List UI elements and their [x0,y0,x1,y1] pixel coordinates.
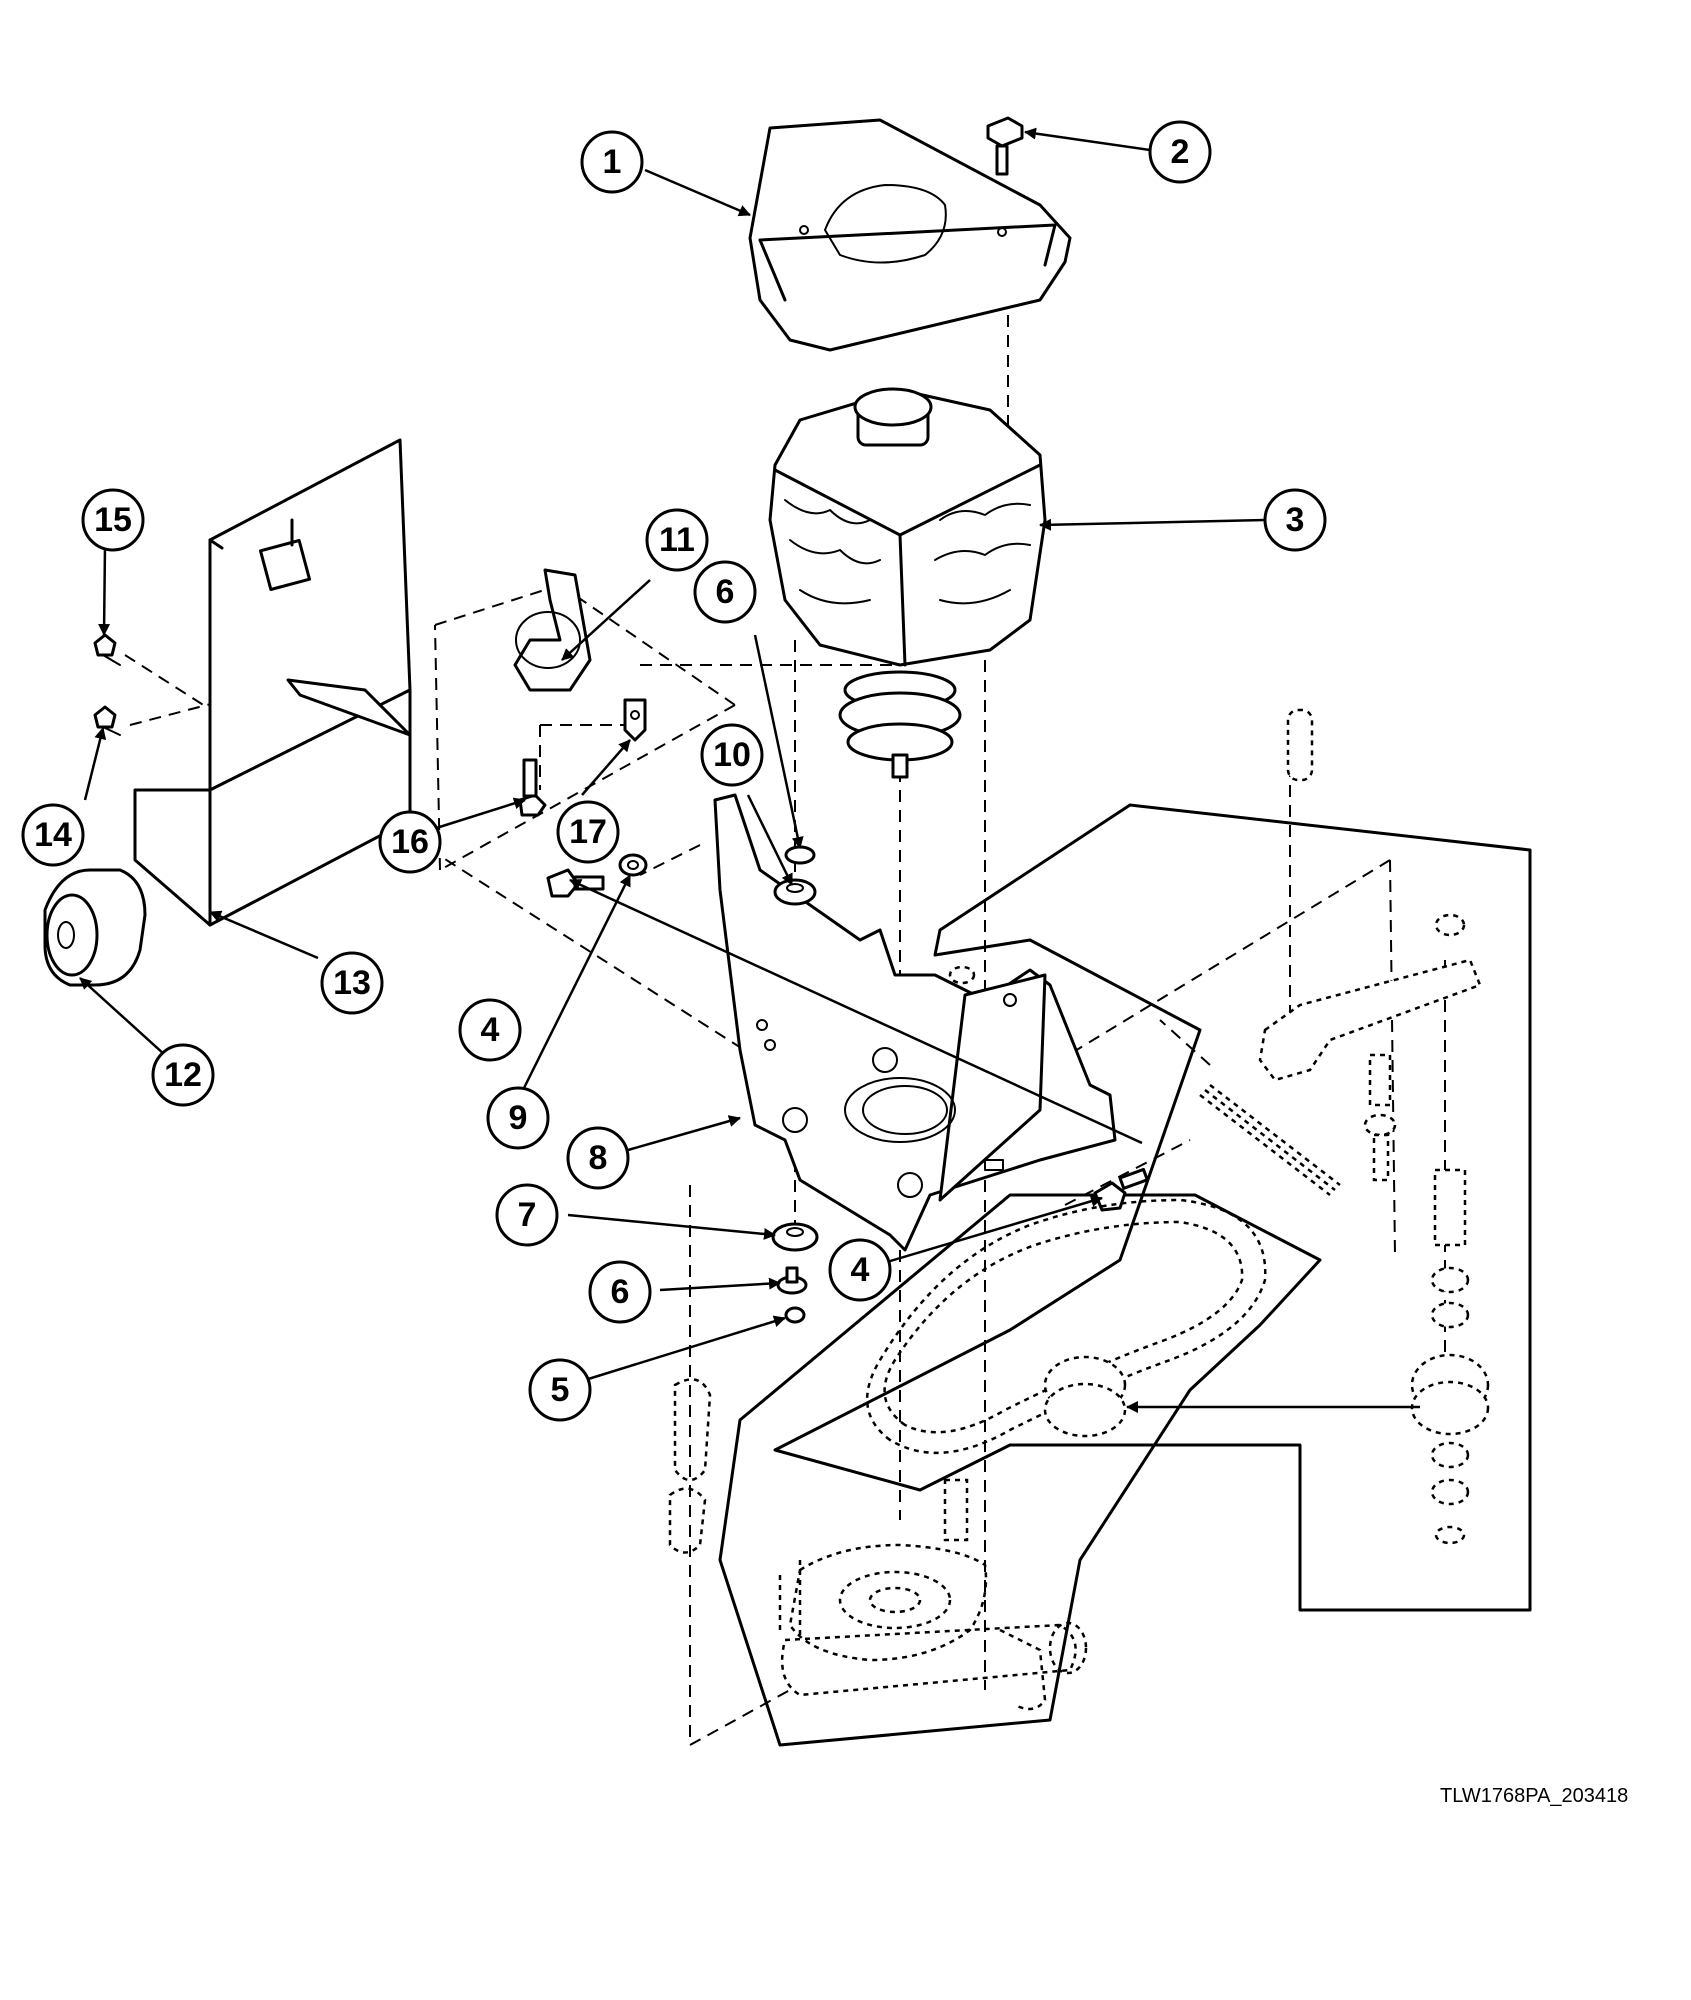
callout-14: 14 [21,803,85,867]
callout-6a-label: 6 [716,573,735,611]
callout-4b-label: 4 [851,1251,870,1289]
callout-16-label: 16 [391,823,429,861]
background-panel-outlines [718,803,1532,1747]
motor-top-cover [748,118,1072,352]
callout-6b-label: 6 [611,1273,630,1311]
callout-5-label: 5 [551,1371,570,1409]
callout-2-label: 2 [1171,133,1190,171]
callout-12-label: 12 [164,1056,202,1094]
callout-9: 9 [486,1086,550,1150]
drive-belt-hidden [865,1198,1267,1455]
capacitor-and-shield [43,438,592,987]
motor-mounting-bracket [713,793,1117,1252]
callout-4-bracket-bolt-left: 4 [458,998,522,1062]
callout-1-label: 1 [603,143,622,181]
callout-3: 3 [1263,488,1327,552]
drive-motor [768,387,1047,779]
pump-hidden [668,1378,1088,1711]
bolts-and-fasteners [518,698,1149,1212]
callout-9-label: 9 [509,1099,528,1137]
callout-15-label: 15 [94,501,132,539]
callout-5: 5 [528,1358,592,1422]
callout-3-label: 3 [1286,501,1305,539]
callout-16: 16 [378,810,442,874]
callout-7-label: 7 [518,1196,537,1234]
callout-10-label: 10 [713,736,751,774]
callout-8: 8 [566,1126,630,1190]
leader-lines [79,127,1420,1413]
callout-10: 10 [700,723,764,787]
callout-13: 13 [320,951,384,1015]
callout-6-upper: 6 [693,560,757,624]
drawing-code: TLW1768PA_203418 [1440,1785,1629,1807]
callout-6-lower: 6 [588,1260,652,1324]
cover-screw [986,116,1024,176]
callout-17-label: 17 [569,813,607,851]
callout-7: 7 [495,1183,559,1247]
callout-12: 12 [151,1043,215,1107]
brake-assembly-hidden [948,708,1490,1545]
callout-14-label: 14 [34,816,72,854]
callout-4a-label: 4 [481,1011,500,1049]
callout-15: 15 [81,488,145,552]
callout-4-bracket-bolt-right: 4 [828,1238,892,1302]
callout-11: 11 [645,508,709,572]
callout-2: 2 [1148,120,1212,184]
callout-13-label: 13 [333,964,371,1002]
callout-1: 1 [580,130,644,194]
callout-17: 17 [556,800,620,864]
callout-8-label: 8 [589,1139,608,1177]
callout-11-label: 11 [659,521,695,559]
